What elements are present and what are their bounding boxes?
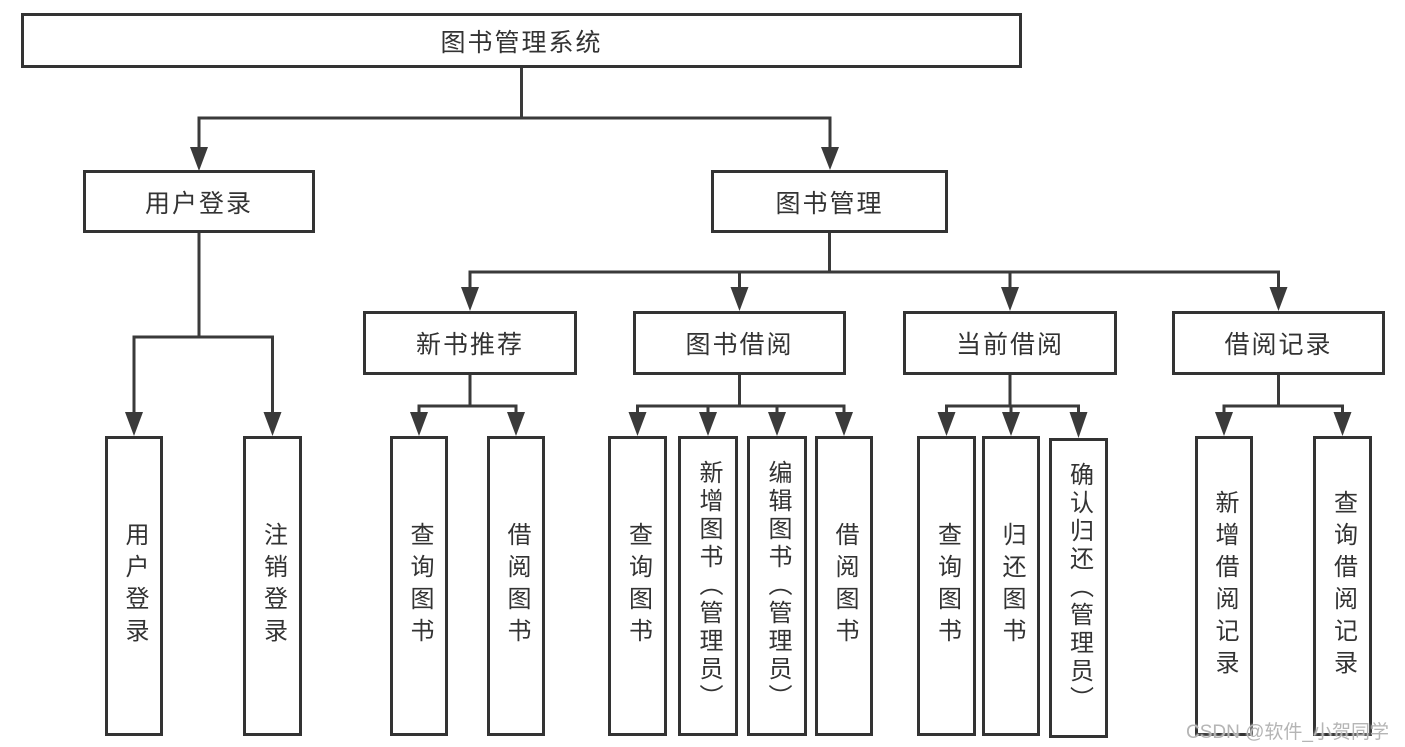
node-label: 借阅图书 (503, 522, 530, 650)
node-label: 用户登录 (144, 189, 253, 218)
node-add-books-admin: 新增图书（管理员） (678, 436, 738, 736)
node-label: 编辑图书（管理员） (764, 460, 791, 712)
node-label: 图书管理系统 (440, 28, 603, 57)
node-label: 新增图书（管理员） (695, 460, 722, 712)
node-label: 新书推荐 (415, 331, 524, 359)
node-logout-leaf: 注销登录 (243, 436, 302, 736)
node-query-borrow-record: 查询借阅记录 (1313, 436, 1372, 736)
node-label: 用户登录 (121, 522, 148, 650)
node-return-books: 归还图书 (982, 436, 1040, 736)
node-query-books-borrowing: 查询图书 (608, 436, 667, 736)
node-new-book-recommend: 新书推荐 (363, 311, 577, 375)
node-book-borrowing: 图书借阅 (633, 311, 846, 375)
node-book-management: 图书管理 (711, 170, 948, 233)
node-label: 查询图书 (406, 522, 433, 650)
csdn-watermark: CSDN @软件_小贺同学 (1186, 722, 1389, 743)
node-label: 借阅图书 (831, 522, 858, 650)
node-borrow-records: 借阅记录 (1172, 311, 1385, 375)
node-label: 图书借阅 (685, 331, 794, 359)
node-confirm-return-admin: 确认归还（管理员） (1049, 438, 1108, 738)
node-borrow-books-leaf: 借阅图书 (815, 436, 873, 736)
node-label: 归还图书 (998, 522, 1025, 650)
node-query-books-recommend: 查询图书 (390, 436, 448, 736)
node-label: 图书管理 (775, 189, 884, 218)
node-root: 图书管理系统 (21, 13, 1022, 68)
node-query-books-current: 查询图书 (917, 436, 976, 736)
node-label: 确认归还（管理员） (1065, 462, 1093, 714)
node-label: 注销登录 (259, 522, 287, 650)
node-add-borrow-record: 新增借阅记录 (1195, 436, 1253, 736)
node-label: 借阅记录 (1224, 331, 1333, 359)
node-user-login: 用户登录 (83, 170, 315, 233)
node-label: 查询图书 (624, 522, 652, 650)
node-borrow-books-recommend: 借阅图书 (487, 436, 545, 736)
node-label: 当前借阅 (955, 331, 1064, 359)
node-label: 新增借阅记录 (1211, 490, 1238, 682)
node-edit-books-admin: 编辑图书（管理员） (747, 436, 807, 736)
node-label: 查询借阅记录 (1329, 490, 1357, 682)
node-label: 查询图书 (933, 522, 961, 650)
node-user-login-leaf: 用户登录 (105, 436, 163, 736)
node-current-borrowing: 当前借阅 (903, 311, 1117, 375)
